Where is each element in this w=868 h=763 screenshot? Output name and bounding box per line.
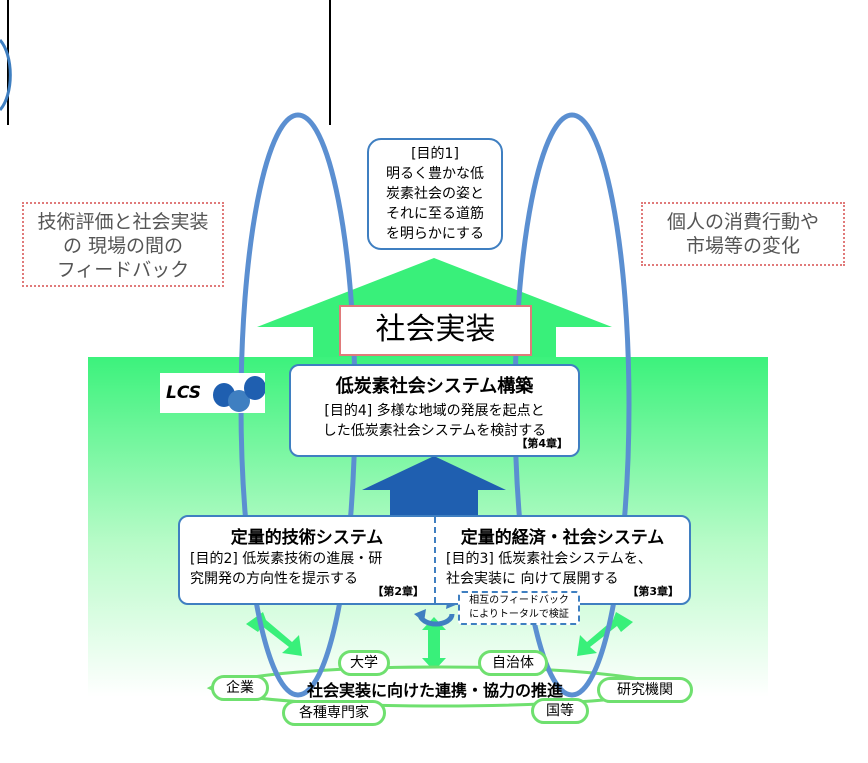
tag-research-institutes: 研究機関 [597, 677, 693, 703]
econ-line: [目的3] 低炭素社会システムを、 [446, 551, 652, 567]
goal1-line: [目的1] [411, 146, 459, 162]
right-note-line: 個人の消費行動や [666, 211, 819, 233]
lcs-logo-text: LCS [166, 383, 201, 403]
center-line: [目的4] 多様な地域の発展を起点と [324, 403, 545, 419]
lcs-logo-mark [213, 376, 265, 412]
tag-university: 大学 [338, 650, 390, 676]
tech-line: [目的2] 低炭素技術の進展・研 [190, 551, 383, 567]
feedback-line: によりトータルで検証 [469, 609, 569, 620]
left-note-line: フィードバック [56, 259, 190, 281]
econ-line: 社会実装に 向けて展開する [446, 571, 619, 587]
econ-title: 定量的経済・社会システム [460, 528, 665, 548]
blue-up-arrow [362, 456, 506, 515]
partial-circle [0, 38, 12, 112]
divider-dashed [434, 517, 436, 603]
low-carbon-system-box: 低炭素社会システム構築 [目的4] 多様な地域の発展を起点と した低炭素社会シス… [289, 364, 580, 457]
tag-experts: 各種専門家 [282, 700, 386, 726]
center-title: 低炭素社会システム構築 [335, 376, 534, 397]
social-implementation-box: 社会実装 [339, 305, 532, 356]
goal1-line: 明るく豊かな低 [386, 166, 484, 182]
center-line: した低炭素社会システムを検討する [322, 423, 547, 439]
quantitative-systems-box: 定量的技術システム [目的2] 低炭素技術の進展・研 究開発の方向性を提示する … [178, 515, 691, 605]
tech-line: 究開発の方向性を提示する [190, 571, 358, 587]
lcs-logo: LCS [160, 373, 265, 413]
goal1-line: を明らかにする [385, 226, 485, 242]
tech-system: 定量的技術システム [目的2] 低炭素技術の進展・研 究開発の方向性を提示する … [180, 517, 434, 603]
econ-chapter: 【第3章】 [627, 585, 679, 598]
tag-municipality: 自治体 [478, 650, 548, 676]
tech-chapter: 【第2章】 [372, 585, 424, 598]
tech-title: 定量的技術システム [230, 528, 384, 548]
goal1-line: 炭素社会の姿と [386, 186, 484, 202]
center-chapter: 【第4章】 [516, 437, 568, 450]
tag-enterprise: 企業 [211, 675, 269, 701]
left-feedback-note: 技術評価と社会実装 の 現場の間の フィードバック [22, 202, 224, 287]
left-note-line: 技術評価と社会実装 [37, 211, 209, 233]
cooperation-title: 社会実装に向けた連携・協力の推進 [306, 681, 563, 700]
tag-national: 国等 [531, 698, 589, 724]
right-note-line: 市場等の変化 [685, 235, 800, 257]
goal1-line: それに至る道筋 [386, 206, 484, 222]
left-note-line: の 現場の間の [62, 235, 184, 257]
goal1-box: [目的1] 明るく豊かな低 炭素社会の姿と それに至る道筋 を明らかにする [367, 138, 503, 250]
right-market-note: 個人の消費行動や 市場等の変化 [641, 202, 845, 266]
econ-system: 定量的経済・社会システム [目的3] 低炭素社会システムを、 社会実装に 向けて… [436, 517, 689, 603]
feedback-line: 相互のフィードバック [469, 595, 569, 606]
mutual-feedback-box: 相互のフィードバック によりトータルで検証 [458, 591, 580, 625]
